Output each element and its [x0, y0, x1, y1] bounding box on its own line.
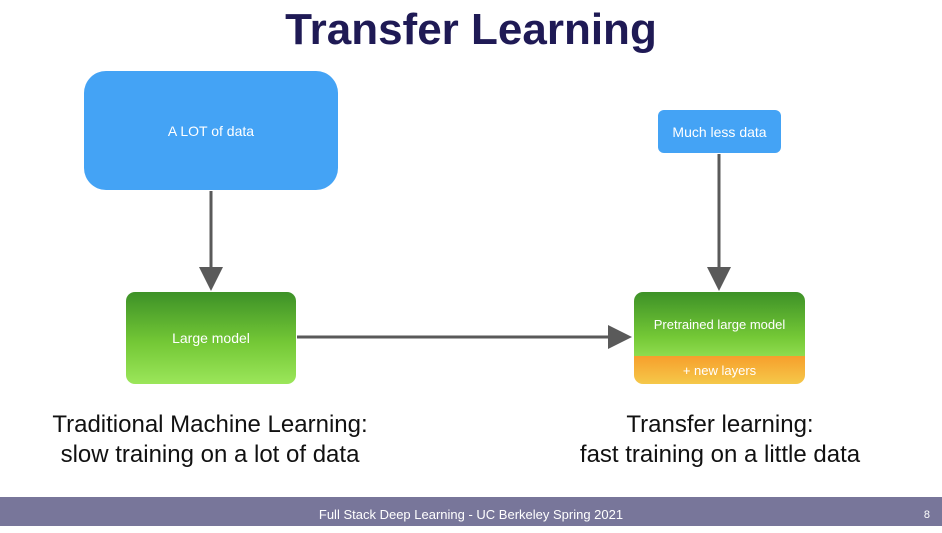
much-less-data-label: Much less data: [672, 123, 767, 140]
transfer-learning-caption: Transfer learning: fast training on a li…: [540, 410, 900, 470]
slide-title: Transfer Learning: [285, 5, 657, 54]
new-layers-label: + new layers: [682, 362, 757, 378]
transfer-caption-line1: Transfer learning:: [626, 411, 814, 438]
pretrained-model-section: Pretrained large model: [634, 292, 805, 356]
large-model-box: Large model: [126, 292, 296, 384]
pretrained-model-label: Pretrained large model: [653, 316, 786, 332]
lot-of-data-box: A LOT of data: [84, 71, 338, 190]
traditional-ml-caption: Traditional Machine Learning: slow train…: [20, 410, 400, 470]
footer-bar: Full Stack Deep Learning - UC Berkeley S…: [0, 497, 942, 526]
transfer-caption-line2: fast training on a little data: [579, 441, 861, 468]
much-less-data-box: Much less data: [658, 110, 781, 153]
pretrained-model-box: Pretrained large model + new layers: [634, 292, 805, 384]
new-layers-section: + new layers: [634, 356, 805, 384]
footer-text: Full Stack Deep Learning - UC Berkeley S…: [318, 507, 624, 522]
large-model-label: Large model: [172, 330, 250, 346]
page-number: 8: [923, 509, 930, 521]
traditional-caption-line2: slow training on a lot of data: [60, 441, 360, 468]
traditional-caption-line1: Traditional Machine Learning:: [52, 411, 368, 438]
lot-of-data-label: A LOT of data: [167, 122, 255, 139]
